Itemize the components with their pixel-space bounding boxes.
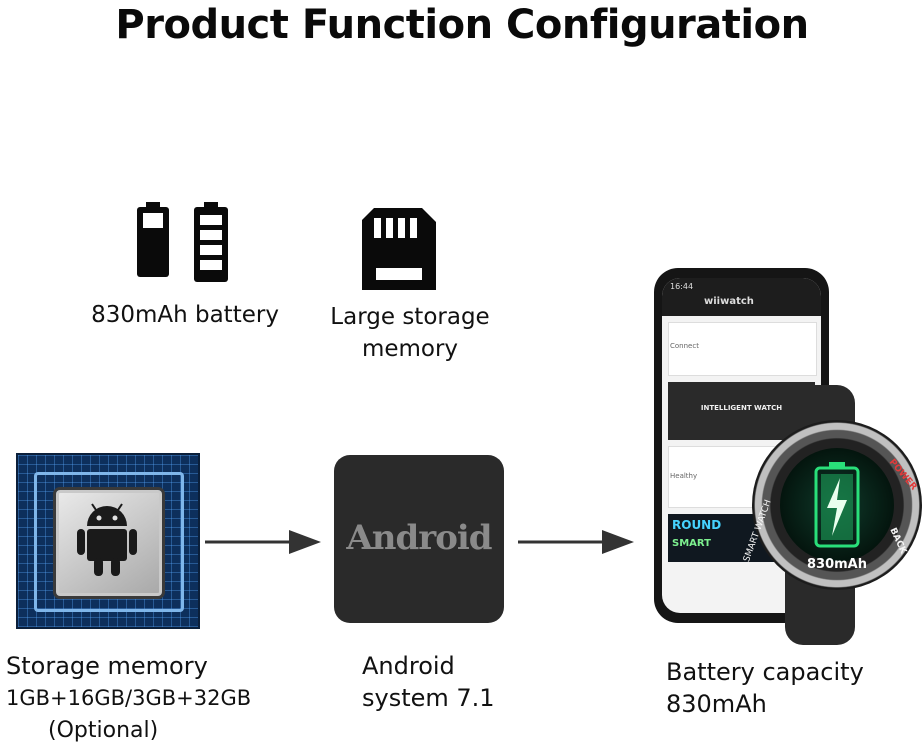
android-robot-icon (77, 503, 137, 576)
storage-memory-label: Storage memory (6, 652, 208, 680)
phone-smart-text: SMART (672, 538, 711, 549)
battery-capacity-value: 830mAh (666, 690, 767, 718)
phone-round-text: ROUND (672, 518, 722, 532)
charging-battery-icon (814, 462, 860, 548)
page-title: Product Function Configuration (115, 2, 809, 48)
phone-app-name: wiiwatch (704, 296, 754, 307)
android-label-line1: Android (362, 652, 455, 680)
storage-feature-label-line1: Large storage (330, 304, 490, 330)
storage-optional-label: (Optional) (48, 718, 159, 743)
battery-capacity-label: Battery capacity (666, 658, 864, 686)
phone-connect-label: Connect (670, 342, 699, 350)
android-logo-text: Android (346, 518, 492, 558)
battery-icons (137, 202, 228, 282)
arrow-right-icon (205, 530, 321, 554)
sd-card-icon (362, 208, 436, 290)
android-label-line2: system 7.1 (362, 684, 495, 712)
battery-full-icon (137, 202, 169, 277)
storage-feature-label-line2: memory (361, 336, 459, 362)
battery-levels-icon (194, 202, 228, 282)
arrow-right-icon (518, 530, 634, 554)
battery-feature-label: 830mAh battery (91, 302, 279, 328)
chip-frame (34, 472, 184, 612)
android-os-tile (334, 455, 504, 623)
phone-status-time: 16:44 (670, 282, 694, 291)
phone-banner-text: INTELLIGENT WATCH (700, 404, 783, 412)
storage-options-label: 1GB+16GB/3GB+32GB (6, 686, 252, 710)
watch-battery-value: 830mAh (807, 557, 867, 572)
phone-healthy-label: Healthy (670, 472, 698, 480)
